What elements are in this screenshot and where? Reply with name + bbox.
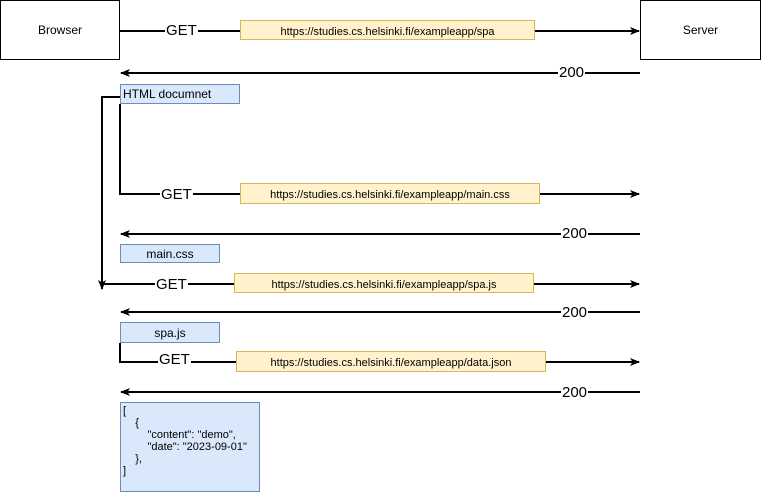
response-status-main-css: 200 (561, 225, 589, 242)
response-body-html: HTML documnet (120, 84, 240, 104)
request-url-spa-js-text: https://studies.cs.helsinki.fi/exampleap… (271, 278, 497, 291)
request-method-data-json: GET (158, 351, 191, 368)
response-status-spa: 200 (558, 64, 586, 81)
request-url-main-css-text: https://studies.cs.helsinki.fi/exampleap… (270, 189, 510, 201)
browser-box: Browser (0, 0, 120, 60)
request-method-spa: GET (165, 22, 198, 39)
response-body-html-text: HTML documnet (123, 87, 212, 101)
request-method-main-css: GET (160, 186, 193, 203)
response-status-spa-js: 200 (561, 304, 589, 321)
response-body-spa-js-text: spa.js (154, 325, 186, 340)
response-status-data-json: 200 (561, 384, 589, 401)
response-body-data-json: [ { "content": "demo", "date": "2023-09-… (120, 402, 260, 492)
response-body-main-css: main.css (120, 244, 220, 263)
response-body-main-css-text: main.css (146, 246, 194, 261)
server-label: Server (682, 23, 719, 37)
request-url-spa: https://studies.cs.helsinki.fi/exampleap… (240, 20, 535, 40)
request-url-main-css: https://studies.cs.helsinki.fi/exampleap… (240, 183, 540, 204)
browser-label: Browser (37, 23, 82, 37)
request-url-spa-text: https://studies.cs.helsinki.fi/exampleap… (280, 25, 495, 38)
request-arrow-main-css (119, 104, 640, 198)
request-method-spa-js: GET (155, 276, 188, 293)
server-box: Server (640, 0, 761, 60)
response-body-spa-js: spa.js (120, 322, 220, 343)
request-url-data-json-text: https://studies.cs.helsinki.fi/exampleap… (270, 357, 512, 369)
html-to-script-connector (98, 96, 120, 290)
request-url-data-json: https://studies.cs.helsinki.fi/exampleap… (236, 351, 546, 372)
request-url-spa-js: https://studies.cs.helsinki.fi/exampleap… (234, 273, 534, 293)
